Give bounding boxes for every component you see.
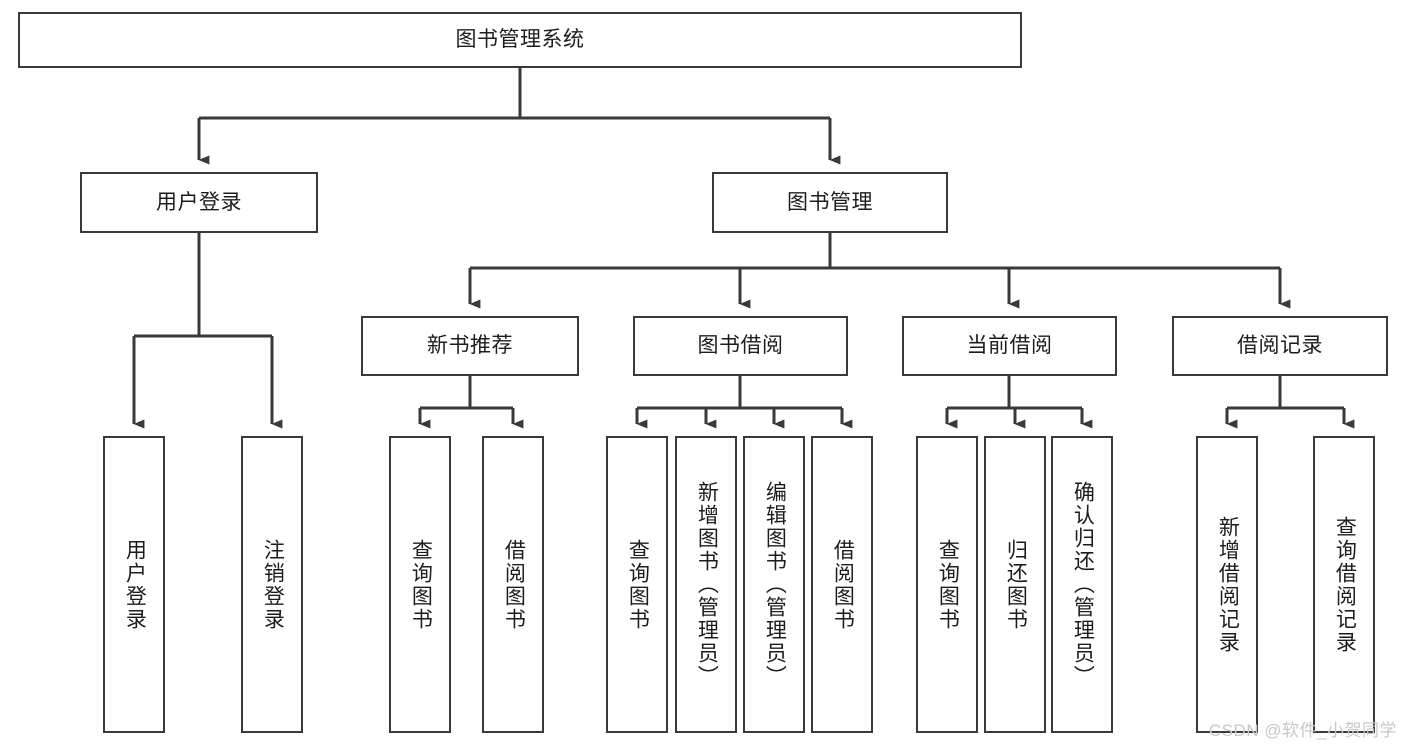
node-label: 查询图书 [626,538,650,631]
node-label: 确认归还（管理员） [1071,481,1095,688]
node-label: 查询借阅记录 [1333,515,1357,654]
node-label: 当前借阅 [966,334,1053,358]
node-label: 编辑图书（管理员） [763,481,787,688]
node-leaf-confirm-return[interactable]: 确认归还（管理员） [1051,436,1113,733]
node-root[interactable]: 图书管理系统 [18,12,1022,68]
node-leaf-return-book[interactable]: 归还图书 [984,436,1046,733]
node-label: 新增图书（管理员） [695,481,719,688]
node-label: 用户登录 [156,190,242,214]
node-current-borrow[interactable]: 当前借阅 [902,316,1117,376]
node-label: 新书推荐 [427,334,513,358]
node-leaf-borrow-book-2[interactable]: 借阅图书 [811,436,873,733]
node-label: 查询图书 [409,538,433,631]
node-leaf-edit-book[interactable]: 编辑图书（管理员） [743,436,805,733]
node-leaf-query-record[interactable]: 查询借阅记录 [1313,436,1375,733]
node-leaf-logout[interactable]: 注销登录 [241,436,303,733]
node-label: 注销登录 [261,538,285,631]
csdn-watermark: CSDN @软件_小贺同学 [1208,721,1397,740]
node-label: 新增借阅记录 [1216,515,1240,654]
node-leaf-query-book-3[interactable]: 查询图书 [916,436,978,733]
node-leaf-query-book-2[interactable]: 查询图书 [606,436,668,733]
node-leaf-query-book-1[interactable]: 查询图书 [389,436,451,733]
node-user-login[interactable]: 用户登录 [80,172,318,233]
node-label: 借阅记录 [1237,334,1323,358]
node-label: 图书借阅 [697,334,784,358]
node-book-borrow[interactable]: 图书借阅 [633,316,848,376]
node-label: 查询图书 [936,538,960,631]
node-leaf-borrow-book-1[interactable]: 借阅图书 [482,436,544,733]
node-leaf-add-book[interactable]: 新增图书（管理员） [675,436,737,733]
node-leaf-user-login[interactable]: 用户登录 [103,436,165,733]
node-label: 归还图书 [1004,538,1028,631]
node-label: 用户登录 [123,538,147,631]
node-borrow-record[interactable]: 借阅记录 [1172,316,1388,376]
node-label: 图书管理 [787,190,873,214]
node-new-book-rec[interactable]: 新书推荐 [361,316,579,376]
node-label: 图书管理系统 [455,28,585,52]
node-label: 借阅图书 [502,538,526,631]
node-book-manage[interactable]: 图书管理 [712,172,948,233]
node-leaf-add-record[interactable]: 新增借阅记录 [1196,436,1258,733]
node-label: 借阅图书 [831,538,855,631]
